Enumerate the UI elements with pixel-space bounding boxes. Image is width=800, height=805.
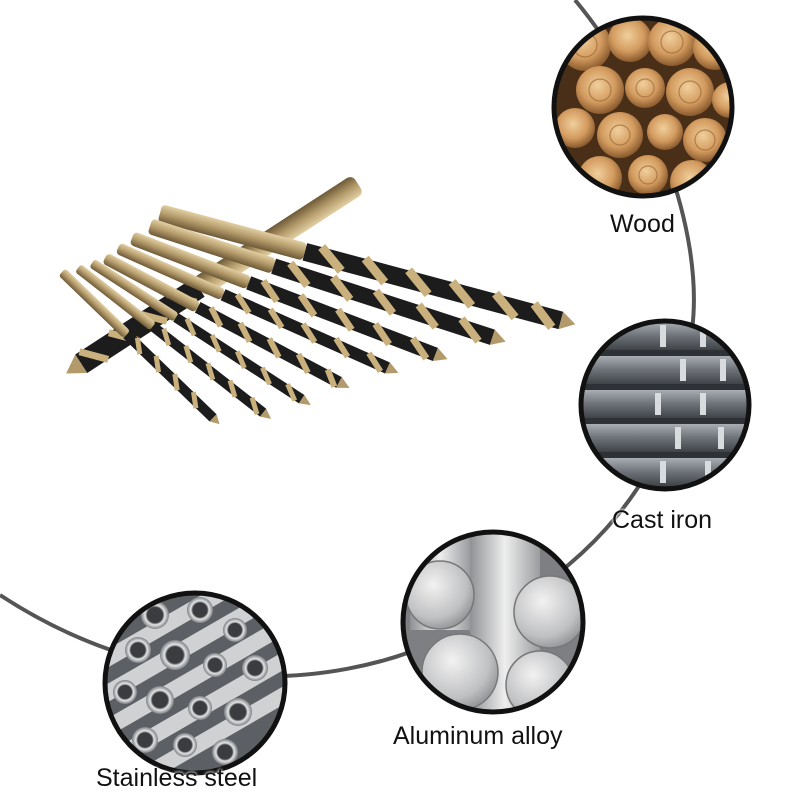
drill-bit-set [59,177,576,425]
wood-label: Wood [610,210,675,238]
cast-iron-material-photo [578,318,752,492]
aluminum-alloy-label: Aluminum alloy [393,722,563,750]
cast-iron-label: Cast iron [612,506,713,534]
aluminum-alloy-material-photo [400,529,586,715]
stainless-steel-label: Stainless steel [96,764,258,792]
wood-material-photo [551,15,735,199]
stainless-steel-material-photo [102,590,288,776]
